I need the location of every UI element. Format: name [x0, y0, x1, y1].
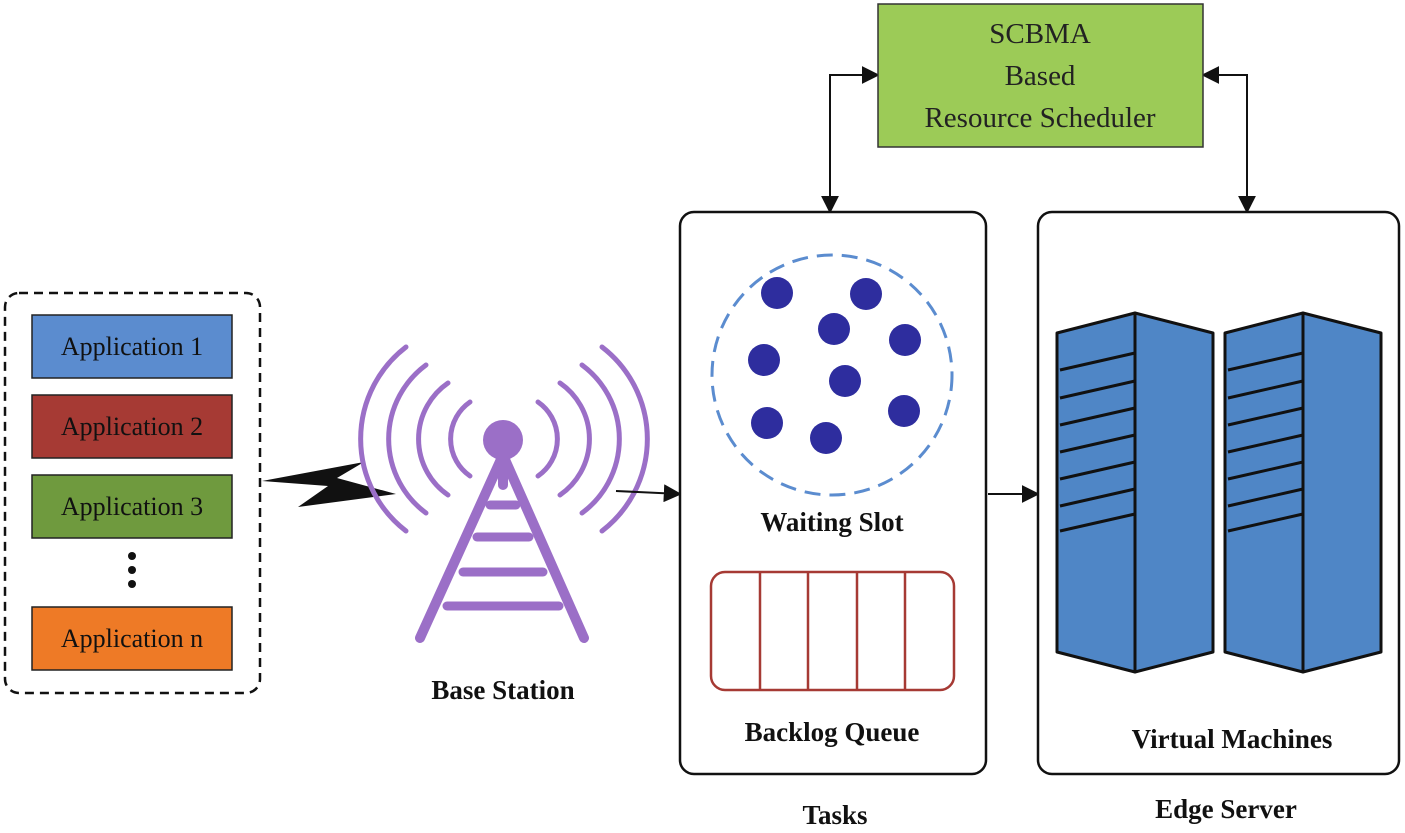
tasks-caption: Tasks: [802, 800, 867, 830]
scheduler-line-3: Resource Scheduler: [924, 102, 1155, 134]
application-n-box: Application n: [31, 606, 233, 671]
applications-group: Application 1 Application 2 Application …: [3, 291, 262, 695]
edge-server-panel: Virtual Machines: [1036, 210, 1401, 776]
waiting-slot-circle: [710, 253, 954, 497]
scheduler-line-1: SCBMA: [989, 18, 1091, 50]
applications-dashed-border: [3, 291, 262, 695]
scheduler-line-2: Based: [1005, 60, 1076, 92]
scheduler-box: SCBMA Based Resource Scheduler: [877, 3, 1204, 148]
arrow-scheduler-edge: [1201, 66, 1256, 214]
server-rack-icon: [1223, 311, 1383, 674]
arrow-base-to-tasks: [615, 484, 682, 503]
ellipsis-dots: [128, 552, 136, 588]
lightning-bolt-icon: [262, 462, 396, 507]
arrow-scheduler-tasks: [821, 66, 880, 214]
waiting-slot-label: Waiting Slot: [760, 507, 903, 537]
server-rack-icon: [1055, 311, 1215, 674]
application-3-box: Application 3: [31, 474, 233, 539]
base-station-icon: [358, 344, 650, 643]
base-station-label: Base Station: [431, 675, 574, 705]
application-n-label: Application n: [61, 624, 203, 653]
backlog-queue-label: Backlog Queue: [745, 717, 920, 747]
virtual-machines-label: Virtual Machines: [1132, 724, 1333, 754]
application-1-box: Application 1: [31, 314, 233, 379]
waiting-tasks-dots: [748, 277, 921, 454]
edge-server-caption: Edge Server: [1155, 794, 1297, 824]
application-1-label: Application 1: [61, 332, 203, 361]
tasks-panel: Waiting Slot Backlog Queue: [678, 210, 988, 776]
application-3-label: Application 3: [61, 492, 203, 521]
application-2-label: Application 2: [61, 412, 203, 441]
application-2-box: Application 2: [31, 394, 233, 459]
backlog-queue: [709, 570, 956, 692]
